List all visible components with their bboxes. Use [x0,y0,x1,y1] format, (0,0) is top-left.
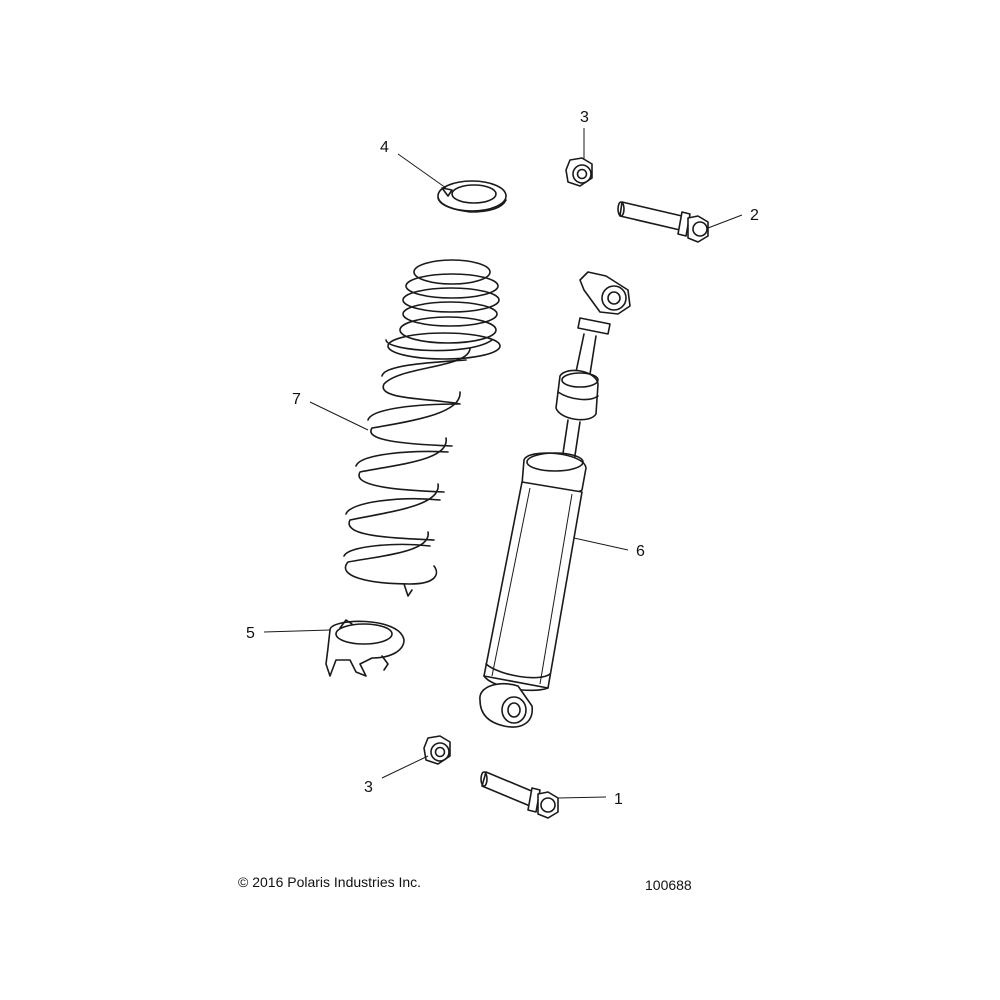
part-7-coil-spring [343,259,501,597]
callout-3-bottom: 3 [364,779,373,796]
part-3-flange-nut-top [565,157,593,187]
callout-4: 4 [380,139,389,156]
callout-5: 5 [246,625,255,642]
part-5-lower-spring-seat [325,619,405,677]
leader-4 [397,153,447,189]
leader-5 [263,629,331,633]
leader-3-bottom [381,755,429,779]
callout-3-top: 3 [580,109,589,126]
leader-lines [263,128,743,799]
leader-2 [707,214,743,229]
copyright-notice: © 2016 Polaris Industries Inc. [238,874,422,890]
leader-6 [573,537,629,551]
callout-6: 6 [636,543,645,560]
part-3-flange-nut-bottom [423,735,451,765]
part-2-bolt-top [617,201,709,243]
part-6-shock-absorber [479,271,631,728]
leader-7 [309,401,369,431]
part-4-spring-retainer [437,180,507,213]
part-1-bolt-bottom [480,771,559,819]
drawing-number: 100688 [645,877,692,893]
callout-7: 7 [292,391,301,408]
leader-1 [557,796,607,799]
callout-2: 2 [750,207,759,224]
callout-1: 1 [614,791,623,808]
